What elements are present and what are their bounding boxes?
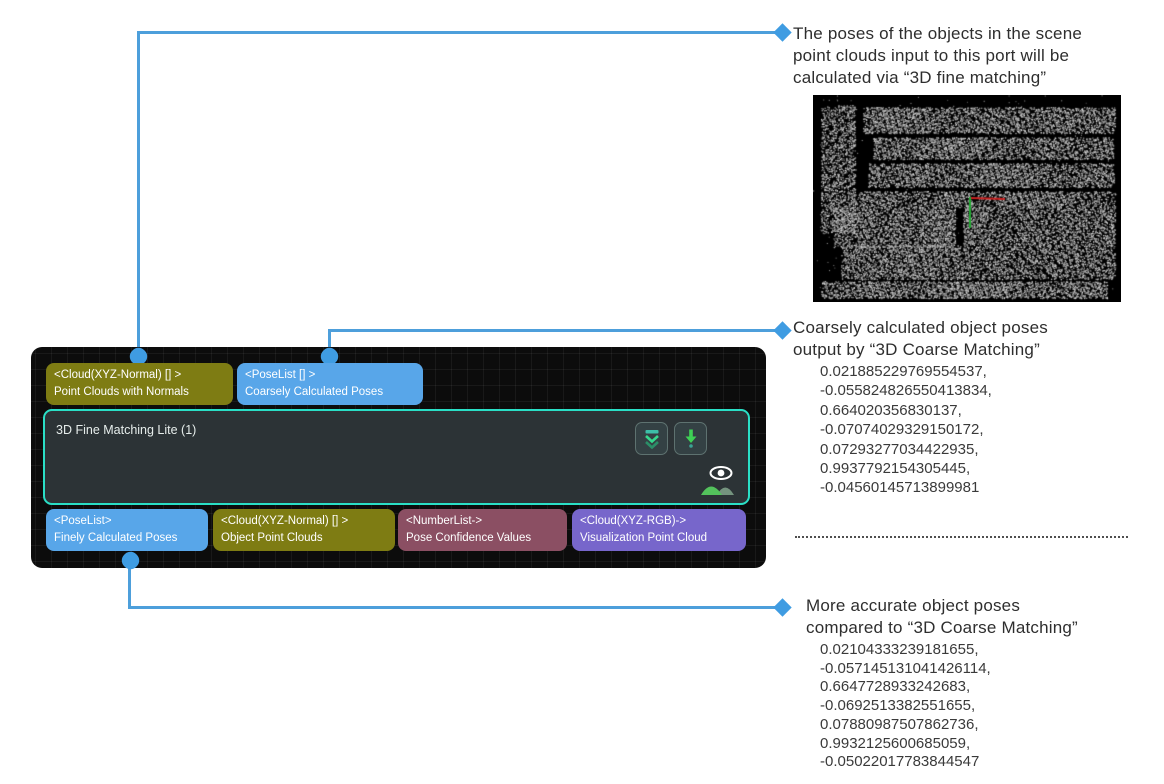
scene-point-cloud-image bbox=[813, 95, 1121, 302]
coarse-pose-values: 0.021885229769554537, -0.055824826550413… bbox=[820, 362, 992, 498]
node-title: 3D Fine Matching Lite (1) bbox=[56, 423, 197, 437]
callout-2-line-1: Coarsely calculated object poses bbox=[793, 318, 1048, 337]
port-type-label: <Cloud(XYZ-Normal) [] > bbox=[54, 368, 182, 381]
visualization-toggle[interactable] bbox=[700, 464, 736, 496]
pose-value: -0.0692513382551655, bbox=[820, 697, 976, 715]
port-type-label: <PoseList [] > bbox=[245, 368, 316, 381]
double-chevron-down-icon bbox=[644, 430, 659, 449]
callout-2-text: Coarsely calculated object poses output … bbox=[793, 317, 1048, 361]
port-type-label: <Cloud(XYZ-Normal) [] > bbox=[221, 514, 349, 527]
callout-3-line-1: More accurate object poses bbox=[806, 596, 1021, 615]
output-connector-diamond-1[interactable] bbox=[118, 548, 143, 573]
pose-value: 0.9937792154305445, bbox=[820, 460, 971, 478]
port-name-label: Coarsely Calculated Poses bbox=[245, 386, 384, 398]
pose-value: 0.9932125600685059, bbox=[820, 734, 971, 752]
callout-diamond-3 bbox=[773, 598, 792, 617]
eye-icon bbox=[709, 466, 733, 480]
callout-line-2-vertical bbox=[328, 329, 331, 357]
node-graph-panel: <Cloud(XYZ-Normal) [] > Point Clouds wit… bbox=[31, 344, 766, 573]
pose-value: -0.057145131041426114, bbox=[820, 659, 991, 677]
callout-1-line-1: The poses of the objects in the scene bbox=[793, 24, 1083, 43]
port-name-label: Pose Confidence Values bbox=[406, 532, 532, 544]
callout-line-3-vertical bbox=[128, 562, 131, 608]
output-port-object-point-clouds[interactable]: <Cloud(XYZ-Normal) [] > Object Point Clo… bbox=[213, 509, 395, 551]
callout-line-1-horizontal bbox=[137, 31, 778, 34]
callout-line-3-horizontal bbox=[128, 606, 778, 609]
port-name-label: Object Point Clouds bbox=[221, 532, 323, 544]
pose-value: -0.05022017783844547 bbox=[820, 753, 980, 771]
port-type-label: <PoseList> bbox=[54, 514, 112, 527]
callout-3-text: More accurate object poses compared to “… bbox=[806, 595, 1078, 639]
input-port-coarsely-calculated-poses[interactable]: <PoseList [] > Coarsely Calculated Poses bbox=[237, 363, 423, 405]
output-port-finely-calculated-poses[interactable]: <PoseList> Finely Calculated Poses bbox=[46, 509, 208, 551]
port-type-label: <Cloud(XYZ-RGB)-> bbox=[580, 514, 687, 527]
pose-value: -0.07074029329150172, bbox=[820, 421, 984, 439]
output-port-pose-confidence-values[interactable]: <NumberList-> Pose Confidence Values bbox=[398, 509, 567, 551]
callout-1-text: The poses of the objects in the scene po… bbox=[793, 23, 1082, 89]
pose-value: 0.07880987507862736, bbox=[820, 715, 979, 733]
pose-value: -0.055824826550413834, bbox=[820, 382, 992, 400]
pose-value: 0.021885229769554537, bbox=[820, 363, 987, 380]
callout-1-line-2: point clouds input to this port will be bbox=[793, 46, 1070, 65]
callout-3-line-2: compared to “3D Coarse Matching” bbox=[806, 618, 1078, 637]
fine-pose-values: 0.02104333239181655, -0.0571451310414261… bbox=[820, 641, 991, 772]
port-type-label: <NumberList-> bbox=[406, 514, 483, 527]
pose-value: 0.02104333239181655, bbox=[820, 641, 979, 658]
dotted-separator bbox=[795, 536, 1128, 538]
pose-value: 0.6647728933242683, bbox=[820, 678, 971, 696]
port-name-label: Visualization Point Cloud bbox=[580, 532, 708, 544]
input-port-point-clouds-with-normals[interactable]: <Cloud(XYZ-Normal) [] > Point Clouds wit… bbox=[46, 363, 233, 405]
callout-diamond-2 bbox=[773, 321, 792, 340]
pose-value: 0.07293277034422935, bbox=[820, 440, 979, 458]
callout-line-1-vertical bbox=[137, 31, 140, 355]
callout-line-2-horizontal bbox=[328, 329, 778, 332]
port-name-label: Point Clouds with Normals bbox=[54, 386, 189, 398]
node-3d-fine-matching-lite[interactable]: 3D Fine Matching Lite (1) bbox=[43, 409, 750, 505]
callout-2-line-2: output by “3D Coarse Matching” bbox=[793, 340, 1040, 359]
pose-value: 0.664020356830137, bbox=[820, 401, 962, 419]
output-port-visualization-point-cloud[interactable]: <Cloud(XYZ-RGB)-> Visualization Point Cl… bbox=[572, 509, 746, 551]
callout-diamond-1 bbox=[773, 23, 792, 42]
step-run-button[interactable] bbox=[674, 422, 707, 455]
collapse-parameters-button[interactable] bbox=[635, 422, 668, 455]
down-arrow-icon bbox=[685, 429, 696, 448]
pose-value: -0.04560145713899981 bbox=[820, 479, 980, 497]
hills-icon bbox=[701, 486, 734, 495]
port-name-label: Finely Calculated Poses bbox=[54, 532, 178, 544]
callout-1-line-3: calculated via “3D fine matching” bbox=[793, 68, 1047, 87]
